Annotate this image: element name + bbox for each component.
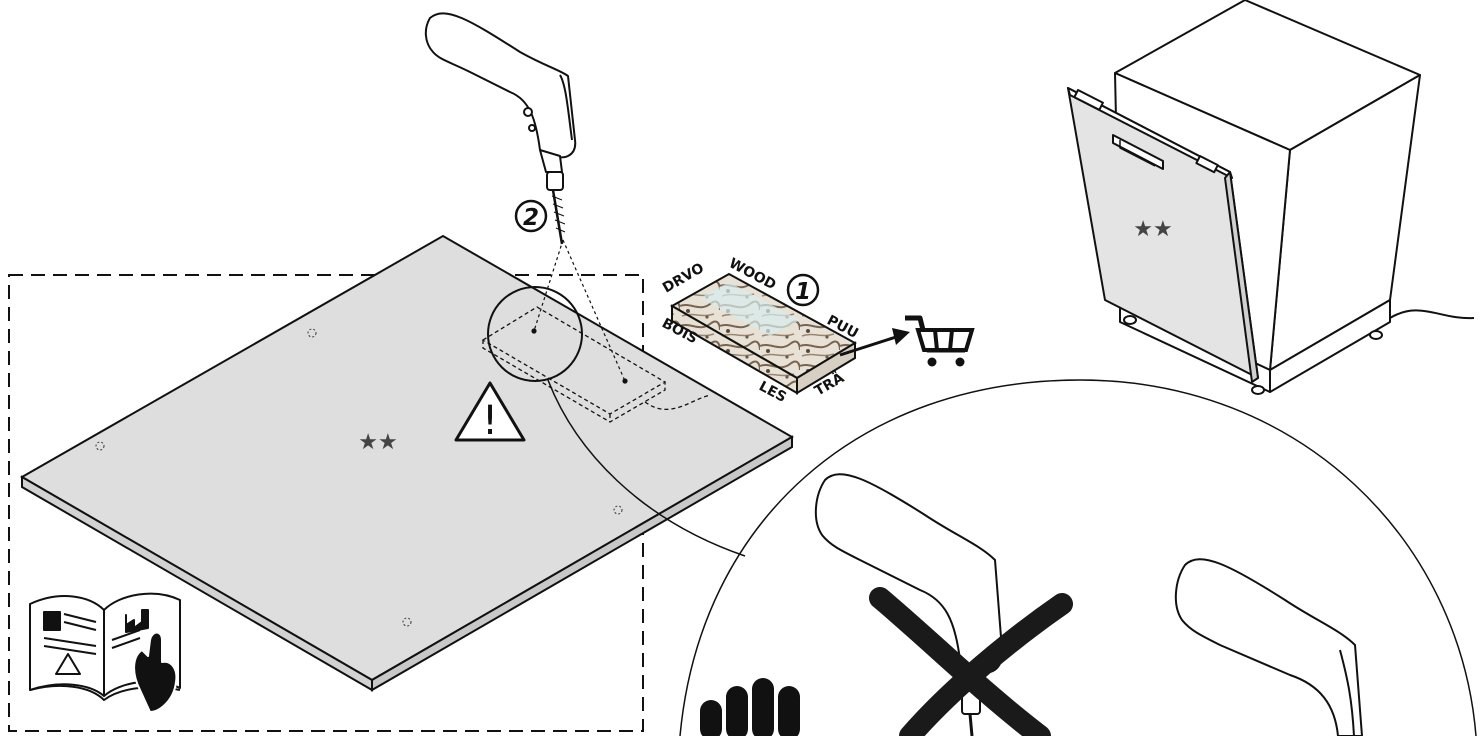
step-2-label: 2: [523, 205, 539, 231]
warning-mark: !: [482, 398, 498, 444]
drill-allowed-icon: [1176, 559, 1362, 736]
glove-icon: [700, 678, 800, 736]
shopping-cart-icon: [905, 318, 972, 367]
manual-book-icon: [30, 594, 180, 712]
drill-icon: [426, 13, 575, 244]
step-2-marker: 2: [516, 201, 546, 231]
dishwasher-illustration: ★★: [1068, 0, 1474, 394]
appliance-stars: ★★: [1133, 217, 1172, 242]
drill-forbidden-icon: [816, 474, 1002, 736]
step-1-marker: 1: [788, 275, 818, 305]
panel-stars: ★★: [358, 430, 397, 455]
step-1-label: 1: [795, 279, 811, 305]
